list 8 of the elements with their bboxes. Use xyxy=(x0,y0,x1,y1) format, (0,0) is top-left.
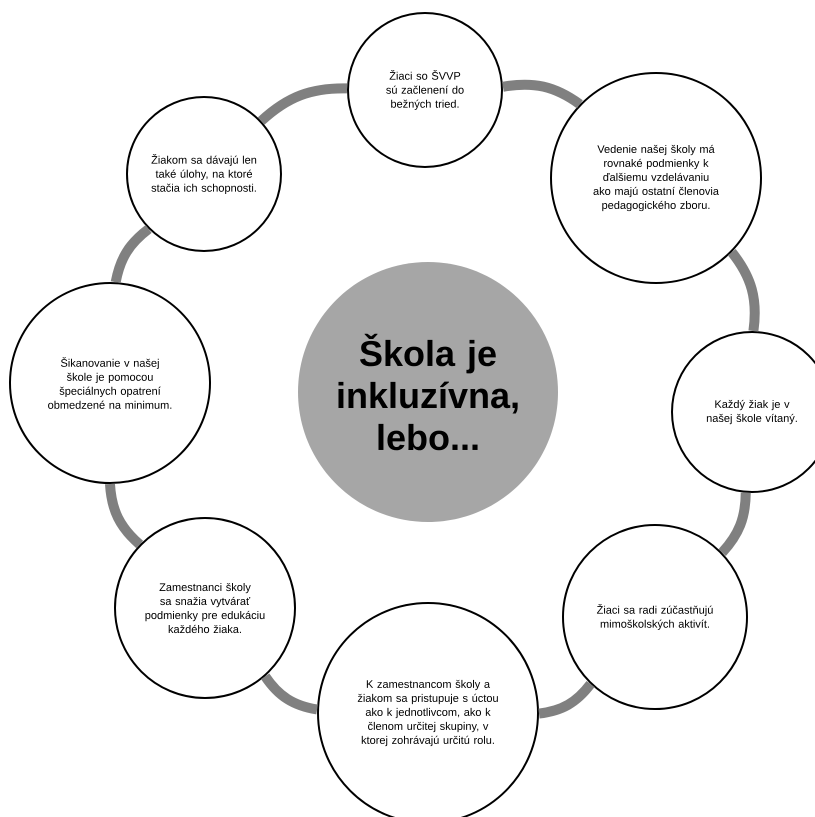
ring-segment xyxy=(110,225,152,284)
ring-segment xyxy=(261,673,318,714)
ring-segment xyxy=(538,680,594,718)
ring-segment xyxy=(502,80,583,108)
ring-segment xyxy=(105,484,144,548)
ring-segment xyxy=(728,249,760,332)
ring-segment xyxy=(718,492,751,556)
ring-segment xyxy=(258,83,348,125)
